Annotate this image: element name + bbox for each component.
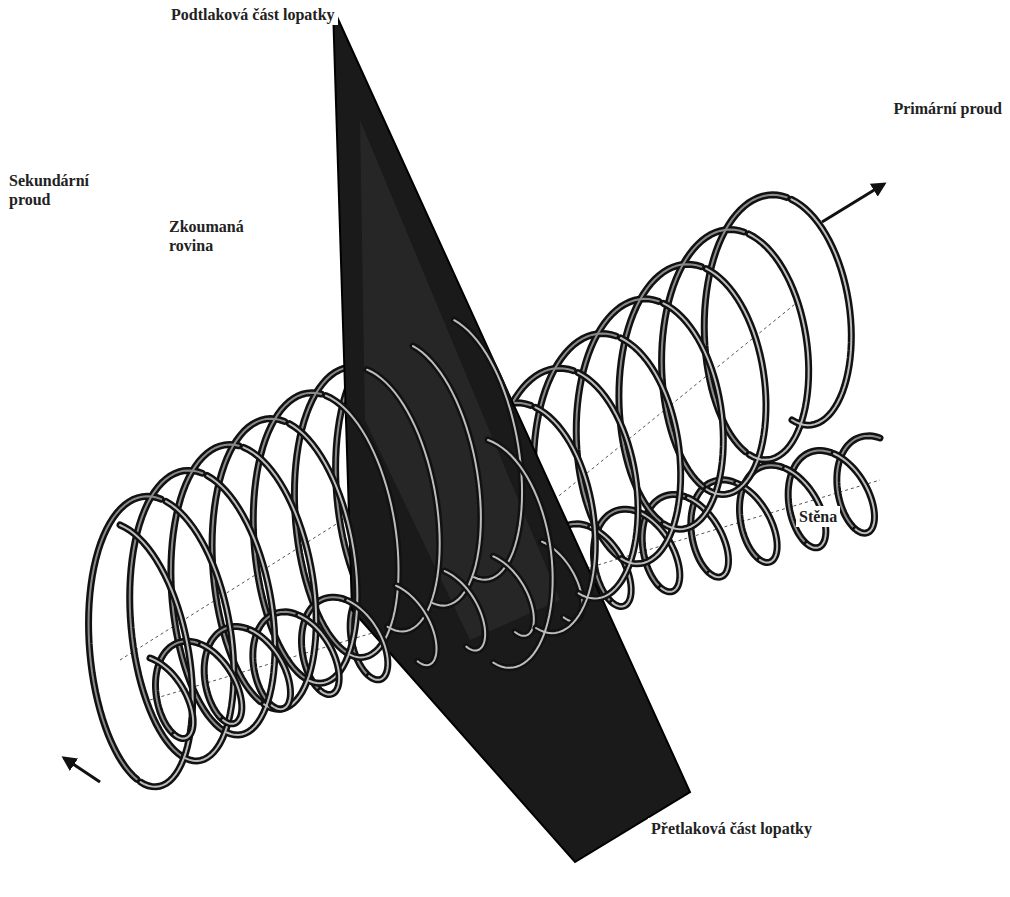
part-label: Podtlaková část lopatky — [168, 4, 338, 25]
helix-coil — [454, 320, 522, 580]
helix-highlight — [749, 234, 809, 460]
part-label: Zkoumaná rovina — [166, 216, 292, 256]
helix-highlight — [120, 525, 193, 787]
helix-coil — [396, 586, 437, 665]
helix-highlight — [130, 470, 203, 756]
helix-coil — [150, 658, 193, 739]
helix-coil — [120, 525, 193, 787]
part-label: Sekundární proud — [6, 170, 132, 210]
helix-coil — [299, 615, 340, 694]
plane-shading — [360, 120, 560, 640]
helix-coil — [445, 571, 486, 650]
helix-highlight — [150, 658, 193, 739]
helix-highlight — [326, 396, 399, 658]
part-label: Stěna — [796, 506, 840, 527]
helix-highlight — [289, 424, 357, 684]
helix-highlight — [89, 496, 162, 779]
helix-coil — [289, 424, 357, 684]
helix-highlight — [621, 338, 681, 564]
helix-highlight — [413, 346, 481, 606]
helix-coil — [737, 483, 778, 562]
helix-highlight — [244, 447, 317, 709]
helix-coil — [347, 600, 388, 679]
part-label: Primární proud — [890, 98, 1005, 119]
helix-highlight — [445, 571, 486, 650]
helix-highlight — [250, 630, 291, 709]
flow-arrow — [822, 184, 884, 222]
helix-coil — [244, 447, 317, 709]
helix-highlight — [493, 556, 534, 635]
helix-highlight — [737, 483, 778, 562]
helix-group — [120, 199, 875, 786]
helix-highlight — [488, 440, 553, 668]
helix-highlight — [791, 199, 851, 425]
helix-coil — [250, 630, 291, 709]
helix-highlight — [201, 644, 242, 723]
helix-coil — [326, 396, 399, 658]
flow-arrow — [64, 758, 100, 782]
helix-coil — [201, 644, 242, 723]
helix-highlight — [578, 373, 638, 599]
helix-highlight — [396, 586, 437, 665]
helix-coil — [89, 496, 162, 779]
helix-highlight — [454, 320, 522, 580]
helix-coil — [493, 556, 534, 635]
part-label: Přetlaková část lopatky — [648, 818, 815, 839]
helix-highlight — [347, 600, 388, 679]
blade-plane — [333, 8, 690, 862]
helix-highlight — [706, 269, 766, 495]
helix-coil — [413, 346, 481, 606]
helix-coil — [130, 470, 203, 756]
helix-highlight — [299, 615, 340, 694]
helix-highlight — [663, 303, 723, 529]
helix-highlight — [535, 407, 595, 633]
